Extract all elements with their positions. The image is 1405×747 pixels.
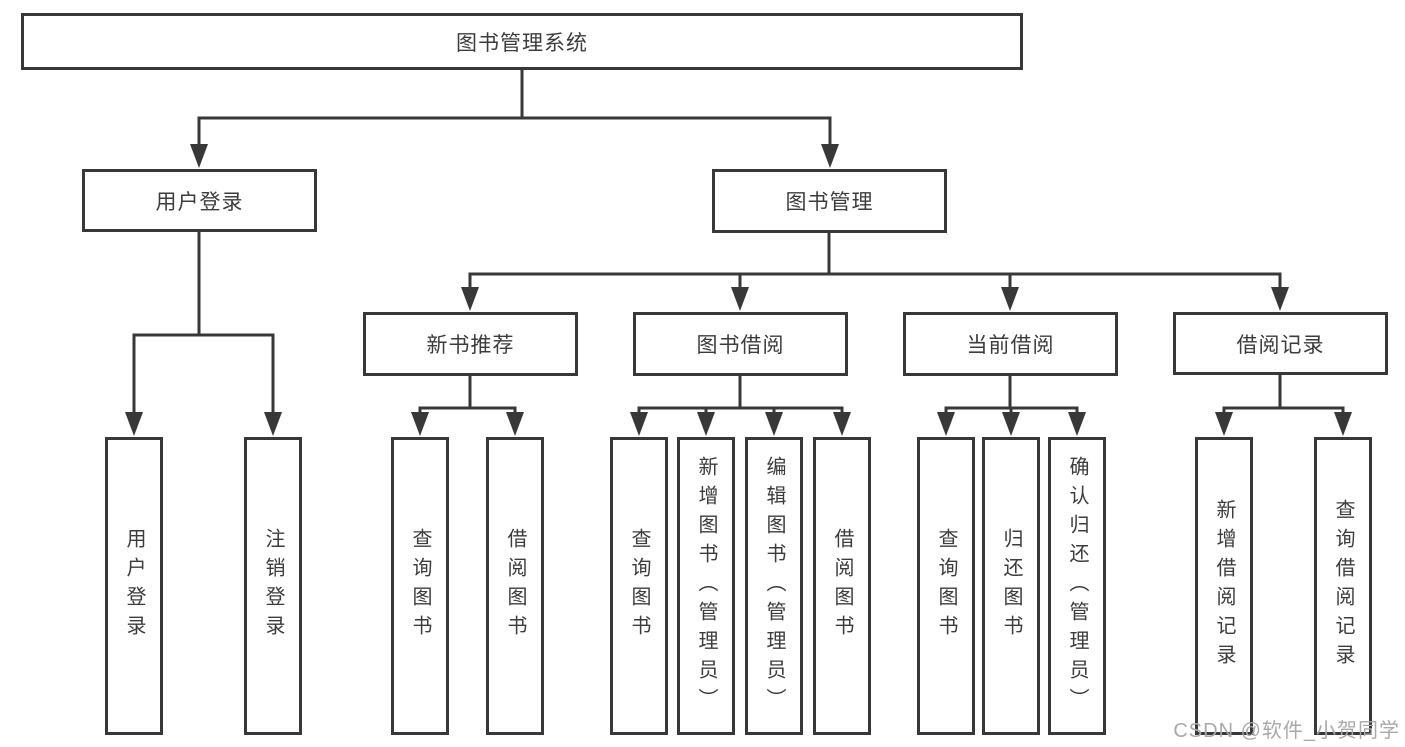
leaf-logout: 注销登录 — [244, 437, 302, 735]
leaf-label: 编辑图书（管理员） — [763, 455, 785, 717]
leaf-add-book-admin: 新增图书（管理员） — [677, 437, 735, 735]
leaf-add-borrow-record: 新增借阅记录 — [1195, 437, 1253, 735]
connector-current-to-leaves — [944, 374, 1079, 418]
leaf-query-books-borrow: 查询图书 — [610, 437, 668, 735]
connector-mgmt-to-groups — [468, 231, 1282, 293]
leaf-user-login: 用户登录 — [105, 437, 163, 735]
leaf-query-books-recommend: 查询图书 — [391, 437, 449, 735]
leaf-label: 新增借阅记录 — [1213, 499, 1235, 673]
node-book-borrow: 图书借阅 — [633, 312, 848, 376]
leaf-label: 借阅图书 — [504, 528, 526, 644]
leaf-borrow-books-recommend: 借阅图书 — [486, 437, 544, 735]
node-new-book-recommend: 新书推荐 — [363, 312, 578, 376]
leaf-label: 查询图书 — [935, 528, 957, 644]
node-user-login: 用户登录 — [82, 169, 317, 232]
connector-recommend-to-leaves — [418, 374, 517, 418]
leaf-label: 注销登录 — [262, 528, 284, 644]
node-book-management: 图书管理 — [712, 169, 947, 233]
leaf-query-books-current: 查询图书 — [917, 437, 975, 735]
connector-login-to-leaves — [132, 230, 275, 418]
node-current-borrow: 当前借阅 — [903, 312, 1118, 376]
connector-root-to-level2 — [197, 68, 832, 150]
leaf-borrow-books: 借阅图书 — [813, 437, 871, 735]
leaf-label: 查询借阅记录 — [1332, 499, 1354, 673]
leaf-label: 查询图书 — [628, 528, 650, 644]
connector-borrow-to-leaves — [637, 374, 844, 418]
csdn-watermark: CSDN @软件_小贺同学 — [1173, 720, 1400, 742]
leaf-confirm-return-admin: 确认归还（管理员） — [1048, 437, 1106, 735]
leaf-query-borrow-record: 查询借阅记录 — [1314, 437, 1372, 735]
leaf-label: 查询图书 — [409, 528, 431, 644]
node-borrow-records: 借阅记录 — [1173, 312, 1388, 375]
node-root-system: 图书管理系统 — [21, 13, 1023, 70]
leaf-label: 借阅图书 — [831, 528, 853, 644]
connector-records-to-leaves — [1222, 374, 1345, 418]
arrowheads — [125, 144, 1352, 436]
leaf-edit-book-admin: 编辑图书（管理员） — [745, 437, 803, 735]
leaf-label: 归还图书 — [1000, 528, 1022, 644]
leaf-label: 确认归还（管理员） — [1066, 455, 1088, 717]
leaf-label: 用户登录 — [123, 528, 145, 644]
leaf-return-book: 归还图书 — [982, 437, 1040, 735]
leaf-label: 新增图书（管理员） — [695, 455, 717, 717]
